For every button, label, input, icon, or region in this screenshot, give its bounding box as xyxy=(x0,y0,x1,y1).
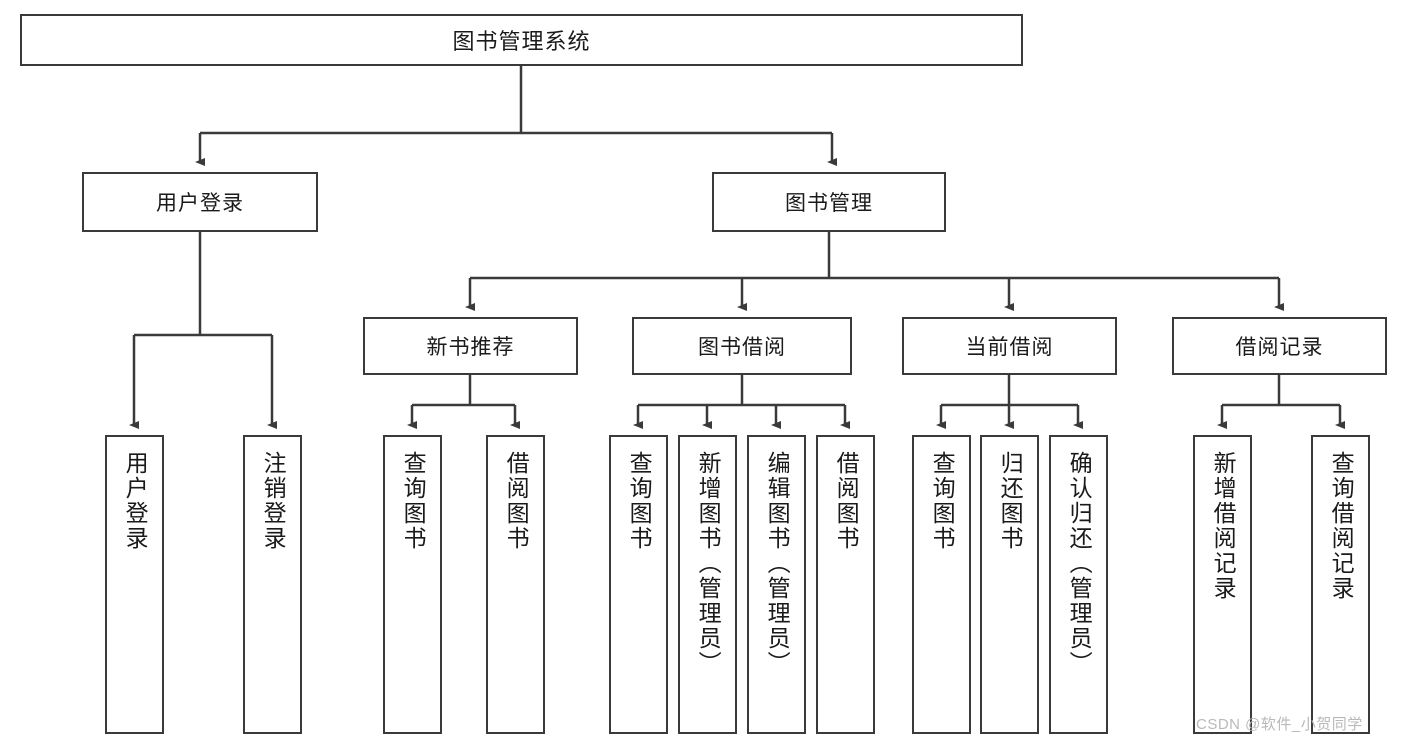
leaf-borrow-query-book[interactable]: 查询图书 xyxy=(609,435,668,734)
node-label: 查询图书 xyxy=(929,451,956,551)
leaf-recommend-query-book[interactable]: 查询图书 xyxy=(383,435,442,734)
node-label: 归还图书 xyxy=(997,451,1024,551)
leaf-user-login[interactable]: 用户登录 xyxy=(105,435,164,734)
node-label: 新增借阅记录 xyxy=(1210,451,1237,601)
node-label: 查询图书 xyxy=(400,451,427,551)
node-label: 编辑图书（管理员） xyxy=(764,451,791,676)
leaf-current-query-book[interactable]: 查询图书 xyxy=(912,435,971,734)
leaf-user-logout[interactable]: 注销登录 xyxy=(243,435,302,734)
node-root-system[interactable]: 图书管理系统 xyxy=(20,14,1023,66)
node-label: 确认归还（管理员） xyxy=(1066,451,1093,676)
leaf-current-return-book[interactable]: 归还图书 xyxy=(980,435,1039,734)
node-label: 图书管理系统 xyxy=(452,29,591,54)
leaf-borrow-borrow-book[interactable]: 借阅图书 xyxy=(816,435,875,734)
node-label: 当前借阅 xyxy=(965,336,1054,359)
node-label: 用户登录 xyxy=(156,192,244,215)
node-label: 用户登录 xyxy=(122,451,149,551)
node-label: 新书推荐 xyxy=(426,336,515,359)
node-label: 新增图书（管理员） xyxy=(695,451,722,676)
leaf-recommend-borrow-book[interactable]: 借阅图书 xyxy=(486,435,545,734)
node-label: 图书管理 xyxy=(785,192,873,215)
node-label: 借阅图书 xyxy=(503,451,530,551)
node-label: 查询借阅记录 xyxy=(1328,451,1355,601)
node-label: 图书借阅 xyxy=(698,336,786,359)
leaf-record-query-record[interactable]: 查询借阅记录 xyxy=(1311,435,1370,734)
node-book-borrow[interactable]: 图书借阅 xyxy=(632,317,852,375)
leaf-borrow-edit-book-admin[interactable]: 编辑图书（管理员） xyxy=(747,435,806,734)
node-label: 借阅图书 xyxy=(833,451,860,551)
node-label: 注销登录 xyxy=(260,451,287,551)
node-new-book-recommend[interactable]: 新书推荐 xyxy=(363,317,578,375)
node-label: 查询图书 xyxy=(626,451,653,551)
node-label: 借阅记录 xyxy=(1235,336,1324,359)
node-borrow-record[interactable]: 借阅记录 xyxy=(1172,317,1387,375)
leaf-record-add-record[interactable]: 新增借阅记录 xyxy=(1193,435,1252,734)
node-user-login[interactable]: 用户登录 xyxy=(82,172,318,232)
node-book-management[interactable]: 图书管理 xyxy=(712,172,946,232)
node-current-borrow[interactable]: 当前借阅 xyxy=(902,317,1117,375)
leaf-current-confirm-return-admin[interactable]: 确认归还（管理员） xyxy=(1049,435,1108,734)
leaf-borrow-add-book-admin[interactable]: 新增图书（管理员） xyxy=(678,435,737,734)
watermark-text: CSDN @软件_小贺同学 xyxy=(1196,716,1363,733)
